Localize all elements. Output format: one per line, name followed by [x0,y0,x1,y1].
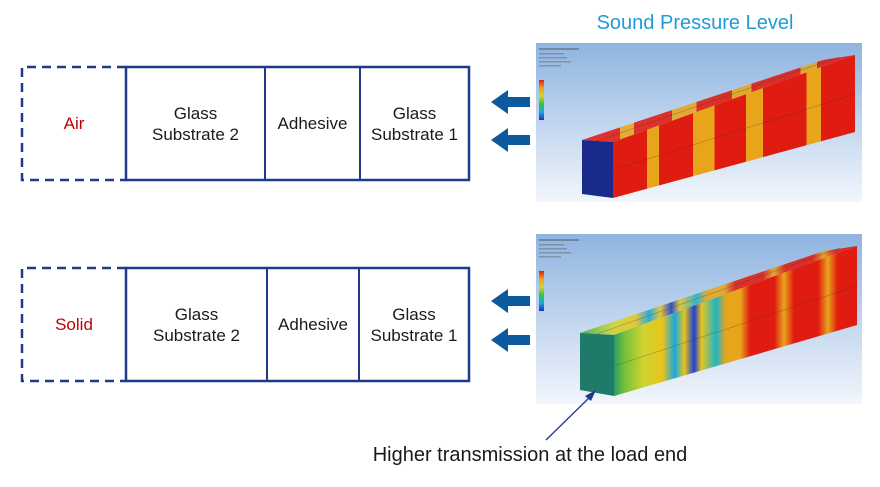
bottom-prism-end-face [580,333,614,396]
top-stack-box [124,65,471,182]
left-arrow-icon [491,128,530,152]
bottom-simulation-image [536,234,862,404]
annotation-pointer-line [545,394,593,441]
top-load-dashed-box [20,65,126,182]
left-arrow-icon [491,289,530,313]
bottom-prism-side-face [614,246,857,396]
bottom-diagram [20,266,530,383]
top-layer-glass-substrate-2: Glass Substrate 2 [152,103,239,144]
bottom-load-dashed-box [20,266,126,383]
annotation-arrowhead-icon [585,390,596,401]
bottom-load-label: Solid [55,314,93,334]
top-simulation-image [536,43,862,202]
top-prism-top-face [582,55,855,142]
top-prism-side-face [613,55,855,198]
top-layer-adhesive: Adhesive [277,114,348,133]
top-load-label: Air [63,113,85,133]
top-prism-end-face [582,140,613,198]
bottom-layer-glass-substrate-2: Glass Substrate 2 [153,304,240,345]
bottom-layer-glass-substrate-1: Glass Substrate 1 [370,304,458,345]
bottom-stack-box [124,266,471,383]
top-sim-legend [539,80,544,120]
top-layer-glass-substrate-1: Glass Substrate 1 [371,103,458,144]
left-arrow-icon [491,90,530,114]
top-diagram [20,65,530,182]
sound-pressure-title: Sound Pressure Level [596,12,794,34]
left-arrow-icon [491,328,530,352]
bottom-prism-top-face [580,246,857,335]
annotation-caption: Higher transmission at the load end [372,444,688,466]
bottom-sim-legend [539,271,544,311]
bottom-layer-adhesive: Adhesive [278,315,348,334]
